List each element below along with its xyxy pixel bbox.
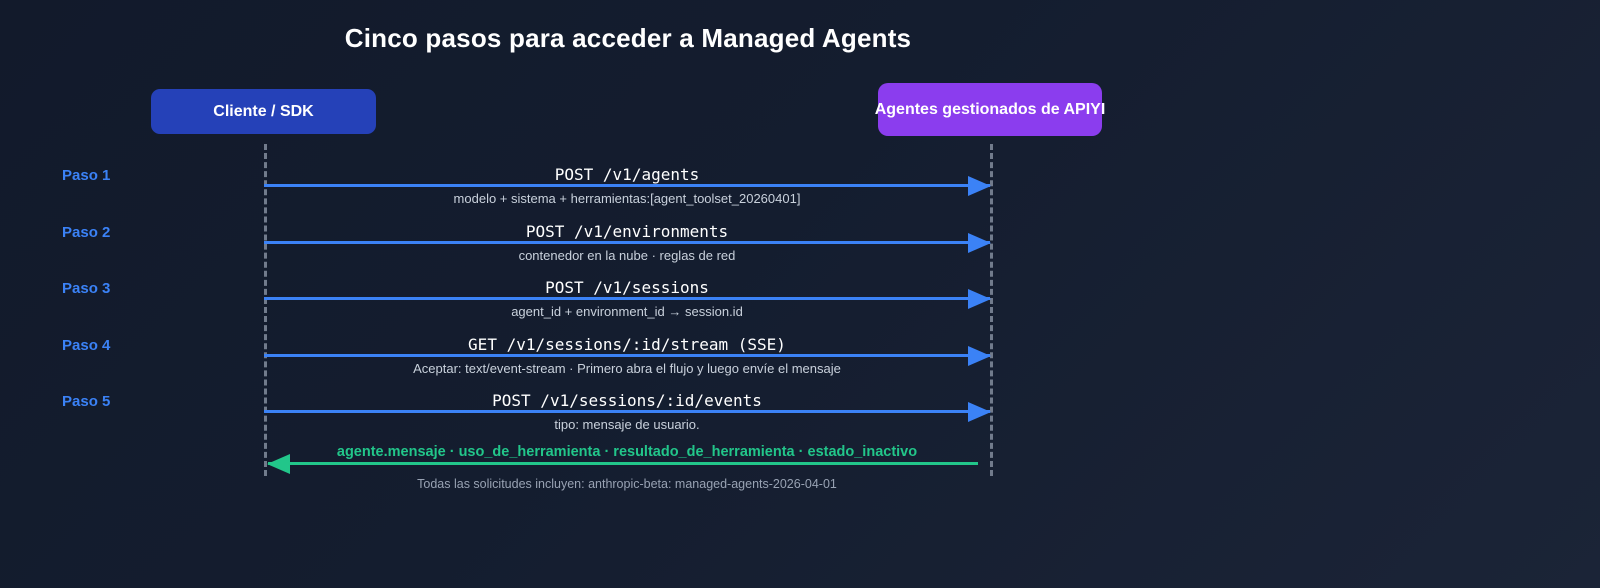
step-detail-1: modelo + sistema + herramientas:[agent_t… <box>453 191 801 206</box>
return-message-arrow <box>268 462 978 465</box>
actor-box-client: Cliente / SDK <box>151 89 376 134</box>
lifeline-client <box>264 144 267 476</box>
message-arrow-1 <box>264 184 990 187</box>
footer-note: Todas las solicitudes incluyen: anthropi… <box>417 477 837 491</box>
step-label-1: Paso 1 <box>62 167 111 184</box>
step-message-3: POST /v1/sessions <box>545 278 709 297</box>
step-message-4: GET /v1/sessions/:id/stream (SSE) <box>468 335 786 354</box>
message-arrow-4 <box>264 354 990 357</box>
step-detail-3: agent_id + environment_id → session.id <box>511 304 743 319</box>
step-label-3: Paso 3 <box>62 280 111 297</box>
page-title: Cinco pasos para acceder a Managed Agent… <box>344 23 912 53</box>
message-arrow-3 <box>264 297 990 300</box>
step-detail-4: Aceptar: text/event-stream · Primero abr… <box>413 361 841 376</box>
lifeline-managed-agents <box>990 144 993 476</box>
step-message-5: POST /v1/sessions/:id/events <box>492 391 762 410</box>
step-message-2: POST /v1/environments <box>525 222 729 241</box>
step-label-2: Paso 2 <box>62 224 111 241</box>
step-detail-2: contenedor en la nube · reglas de red <box>518 248 736 263</box>
return-message-label: agente.mensaje · uso_de_herramienta · re… <box>336 444 918 460</box>
actor-box-managed-agents: Agentes gestionados de APIYI <box>875 83 1105 136</box>
actor-label-managed-agents: Agentes gestionados de APIYI <box>874 100 1106 118</box>
step-label-5: Paso 5 <box>62 393 111 410</box>
actor-label-client: Cliente / SDK <box>213 102 314 120</box>
message-arrow-5 <box>264 410 990 413</box>
message-arrow-2 <box>264 241 990 244</box>
step-label-4: Paso 4 <box>62 337 111 354</box>
step-detail-5: tipo: mensaje de usuario. <box>554 417 700 432</box>
step-message-1: POST /v1/agents <box>554 165 700 184</box>
